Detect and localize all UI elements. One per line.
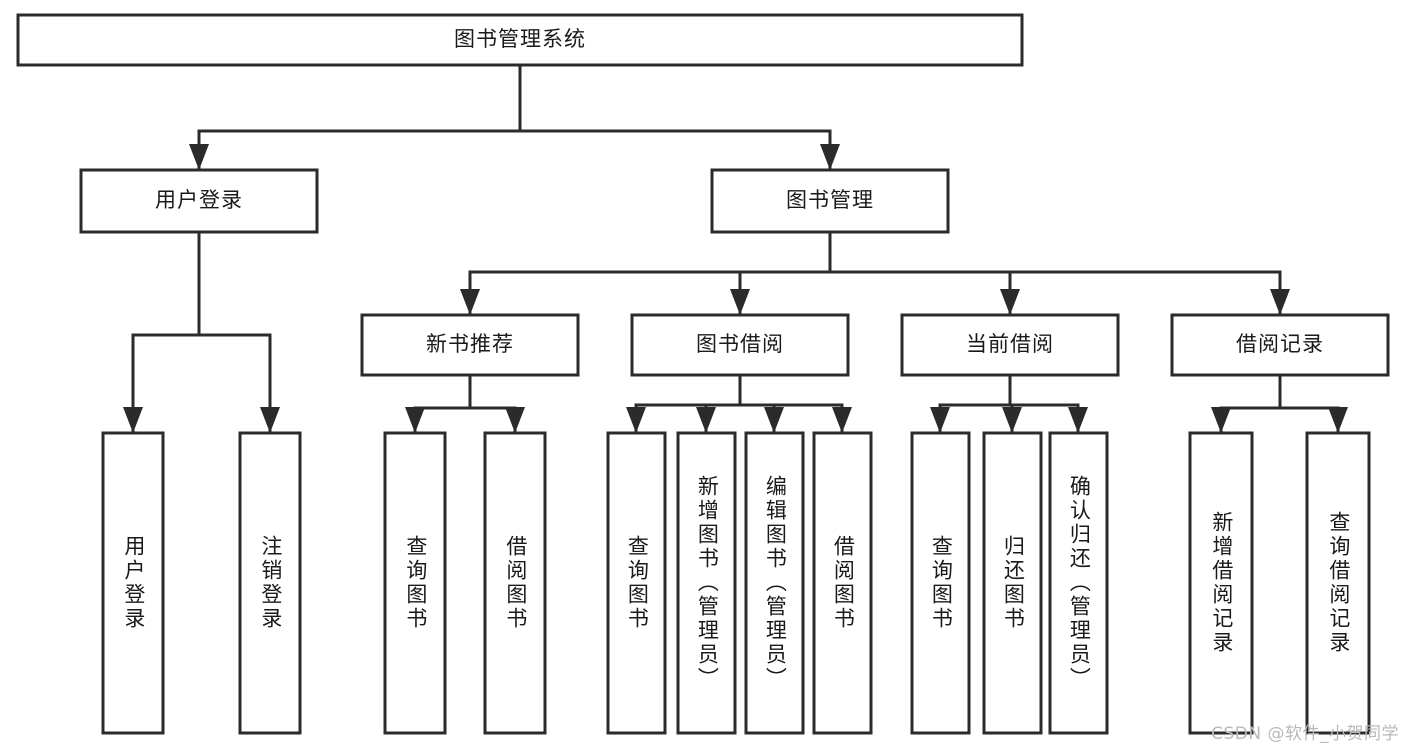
node-level3-0-box[interactable] xyxy=(360,313,580,377)
node-level2-1-box[interactable] xyxy=(710,168,950,234)
arrow-head-icon xyxy=(820,144,840,170)
arrow-head-icon xyxy=(123,407,143,433)
node-root-box[interactable] xyxy=(16,13,1024,67)
arrow-head-icon xyxy=(260,407,280,433)
node-leaf-4-box[interactable] xyxy=(606,431,667,735)
watermark-text: CSDN @软件_小贺同学 xyxy=(1211,724,1399,744)
node-level2-0-box[interactable] xyxy=(79,168,319,234)
arrow-head-icon xyxy=(930,407,950,433)
arrow-head-icon xyxy=(730,289,750,315)
node-leaf-9-box[interactable] xyxy=(982,431,1043,735)
arrow-head-icon xyxy=(764,407,784,433)
arrow-head-icon xyxy=(1000,289,1020,315)
node-leaf-1-box[interactable] xyxy=(238,431,302,735)
arrow-head-icon xyxy=(696,407,716,433)
arrow-head-icon xyxy=(1328,407,1348,433)
node-level3-1-box[interactable] xyxy=(630,313,850,377)
arrow-head-icon xyxy=(626,407,646,433)
node-level3-3-box[interactable] xyxy=(1170,313,1390,377)
node-leaf-12-box[interactable] xyxy=(1305,431,1371,735)
node-leaf-10-box[interactable] xyxy=(1048,431,1109,735)
arrow-head-icon xyxy=(1270,289,1290,315)
arrow-head-icon xyxy=(505,407,525,433)
node-leaf-7-box[interactable] xyxy=(812,431,873,735)
node-leaf-2-box[interactable] xyxy=(383,431,447,735)
node-leaf-0-box[interactable] xyxy=(101,431,165,735)
arrow-head-icon xyxy=(405,407,425,433)
node-level3-2-box[interactable] xyxy=(900,313,1120,377)
arrow-head-icon xyxy=(1068,407,1088,433)
boxes-layer xyxy=(16,13,1390,735)
edges-layer xyxy=(123,63,1348,434)
node-leaf-5-box[interactable] xyxy=(676,431,737,735)
arrow-head-icon xyxy=(189,144,209,170)
node-leaf-8-box[interactable] xyxy=(910,431,971,735)
arrow-head-icon xyxy=(1002,407,1022,433)
arrow-head-icon xyxy=(1211,407,1231,433)
arrow-head-icon xyxy=(832,407,852,433)
node-leaf-11-box[interactable] xyxy=(1188,431,1254,735)
arrow-head-icon xyxy=(460,289,480,315)
node-leaf-6-box[interactable] xyxy=(744,431,805,735)
node-leaf-3-box[interactable] xyxy=(483,431,547,735)
